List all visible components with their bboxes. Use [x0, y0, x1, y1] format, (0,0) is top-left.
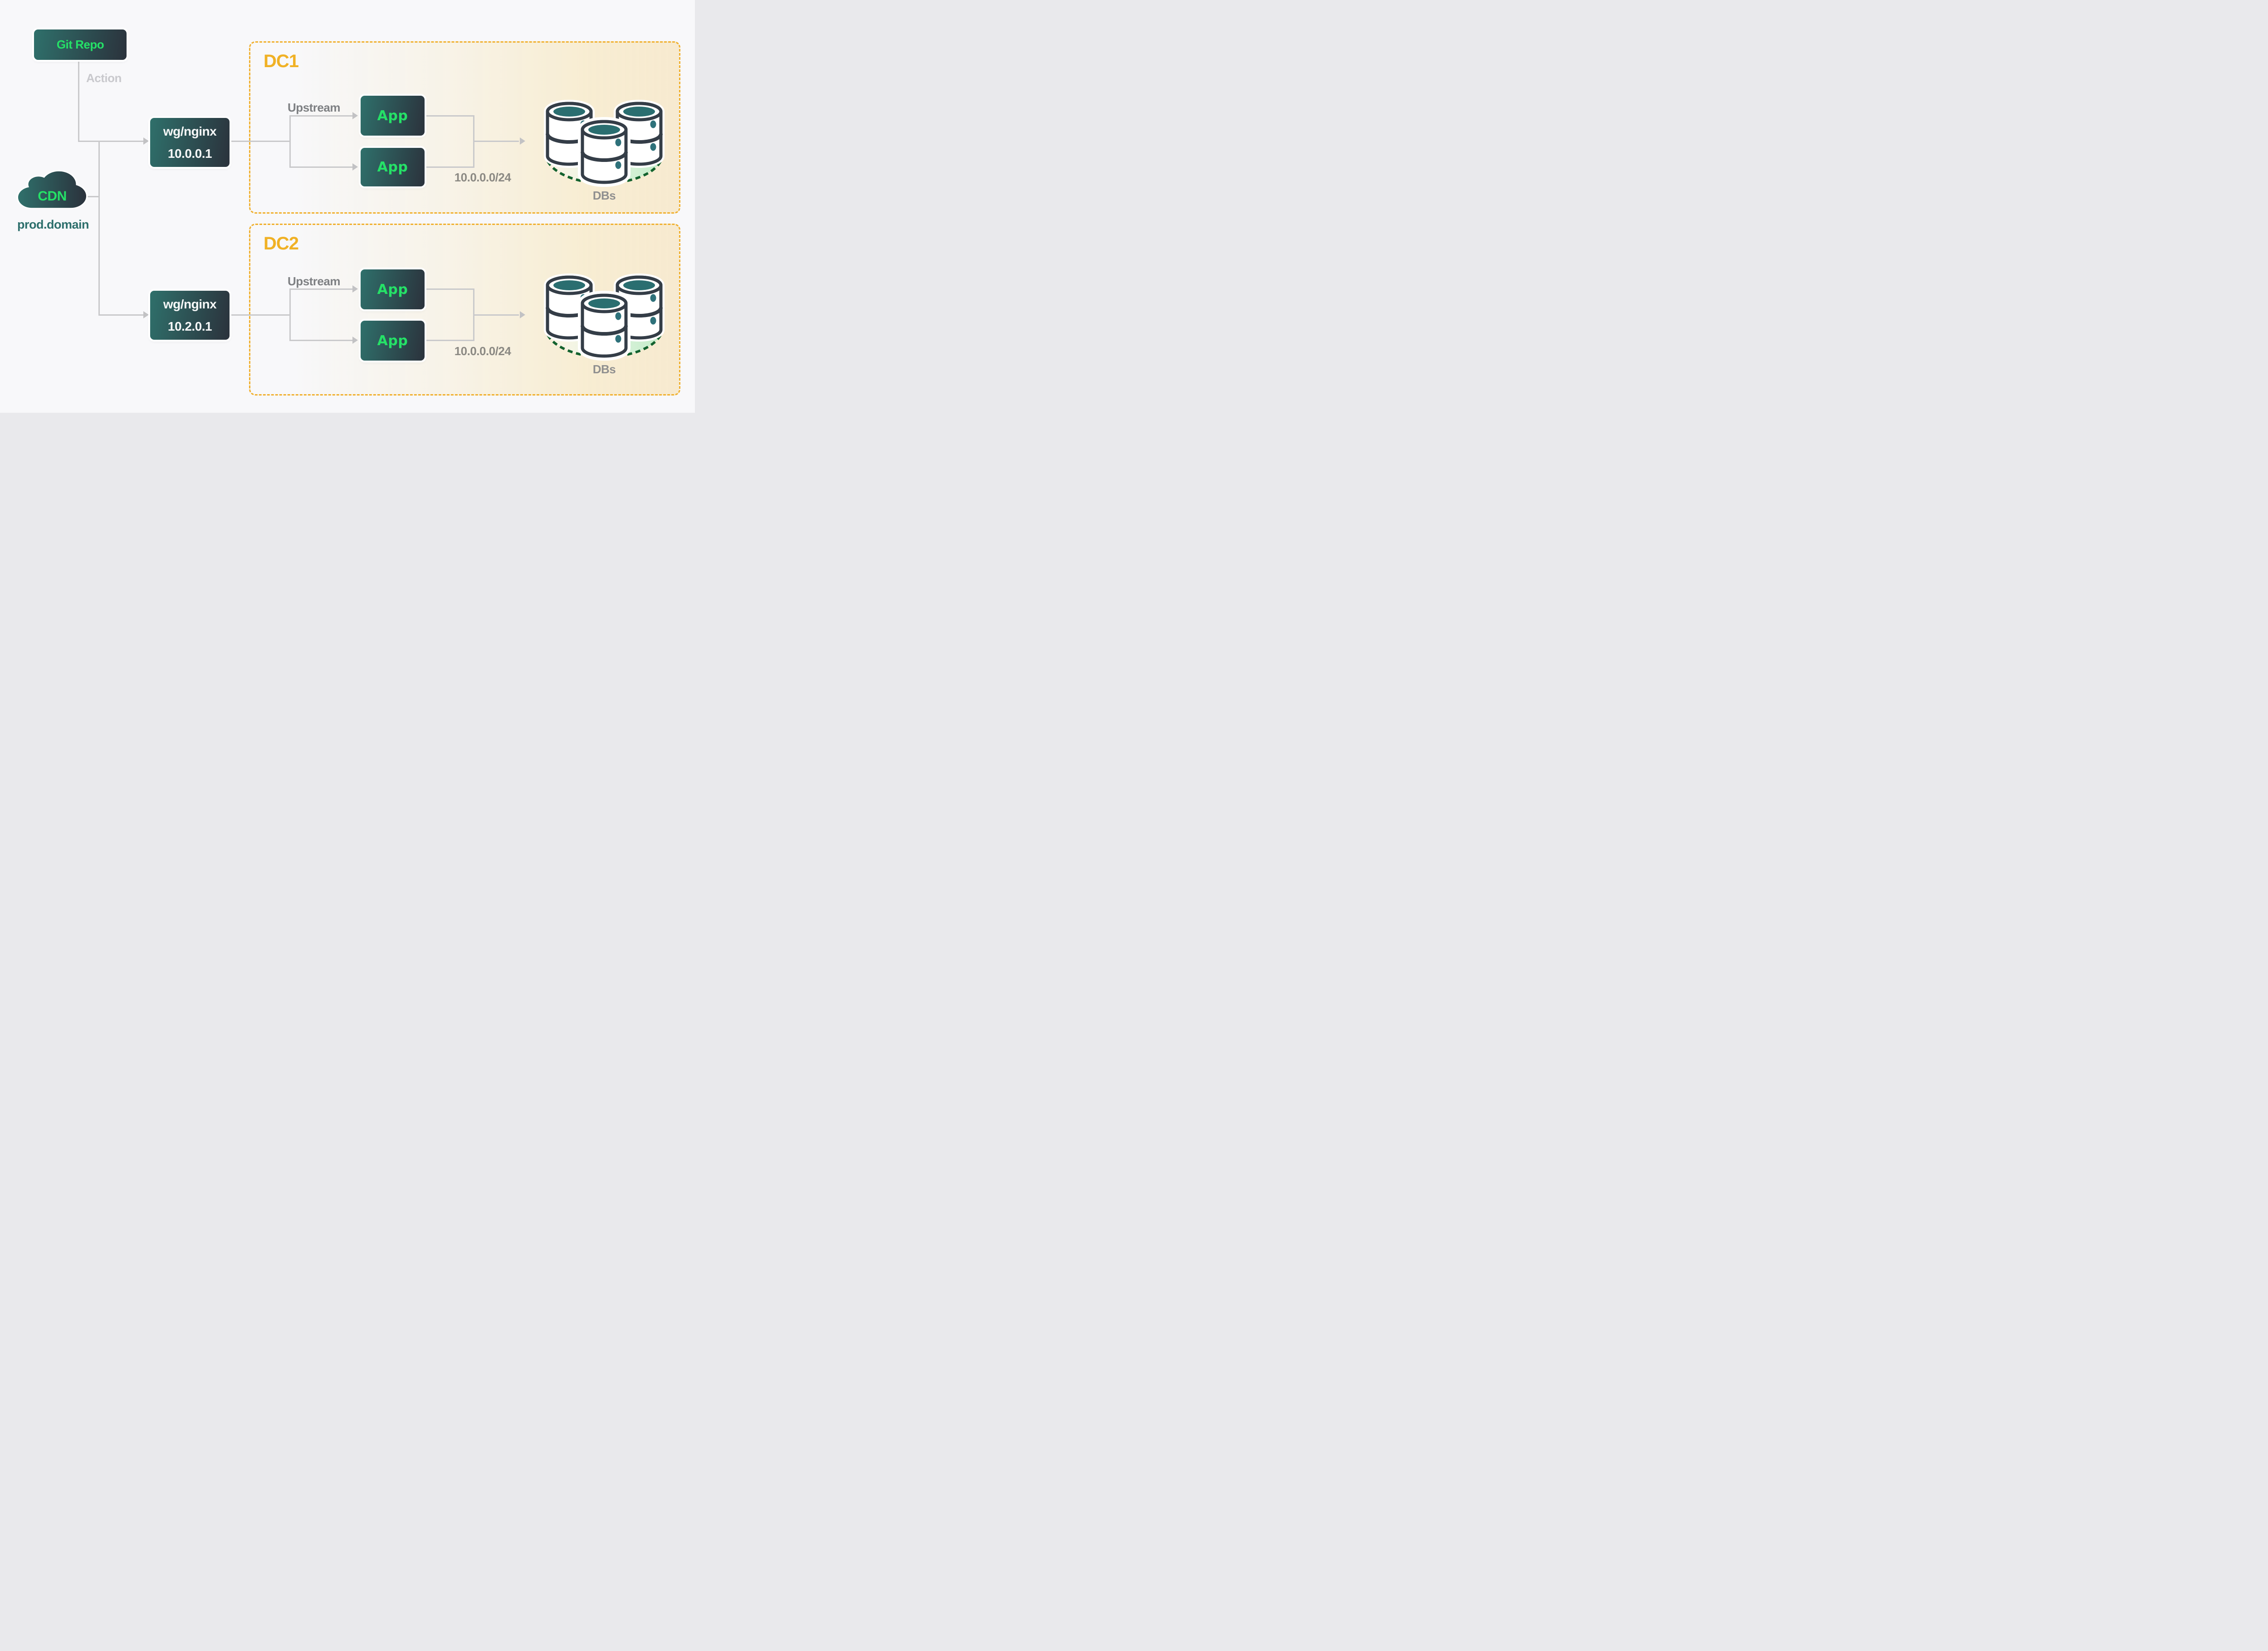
connector-gw1-out	[230, 141, 289, 142]
database-cluster-icon	[543, 273, 665, 359]
connector-to-gateway1	[78, 141, 144, 142]
dc1-title: DC1	[264, 51, 299, 71]
connector-gw2-out	[230, 314, 289, 316]
gateway2-name: wg/nginx	[163, 297, 217, 311]
connector-app3-out	[425, 288, 474, 290]
dc2-app1-label: App	[377, 281, 408, 298]
connector-app4-out	[425, 340, 474, 341]
connector-trunk	[98, 141, 100, 316]
cdn-domain-label: prod.domain	[17, 218, 89, 231]
connector-db1	[474, 141, 519, 142]
dc2-upstream-label: Upstream	[288, 274, 340, 288]
git-repo-label: Git Repo	[56, 38, 104, 51]
connector-git-down	[78, 60, 79, 142]
gateway1-ip: 10.0.0.1	[167, 147, 212, 161]
database-cluster-icon	[543, 99, 665, 185]
connector-app2-in	[290, 166, 352, 168]
dc1-app1-label: App	[377, 107, 408, 124]
arrowhead-icon	[352, 112, 358, 119]
connector-app3-in	[290, 288, 352, 290]
dc2-dbs-label: DBs	[592, 362, 616, 376]
dc1-subnet-label: 10.0.0.0/24	[454, 171, 511, 184]
dc1-upstream-label: Upstream	[288, 101, 340, 114]
connector-to-gateway2	[98, 314, 145, 316]
gateway1-node: wg/nginx 10.0.0.1	[150, 118, 230, 167]
connector-app4-in	[290, 340, 352, 341]
git-repo-node: Git Repo	[34, 29, 127, 60]
gateway1-name: wg/nginx	[163, 124, 217, 138]
arrowhead-icon	[520, 311, 525, 318]
arrowhead-icon	[352, 163, 358, 171]
connector-split-dc2	[289, 288, 291, 341]
connector-app2-out	[425, 166, 474, 168]
arrowhead-icon	[352, 285, 358, 293]
dc1-app2-node: App	[361, 148, 425, 186]
connector-app1-out	[425, 115, 474, 117]
dc2-app2-node: App	[361, 321, 425, 361]
diagram-canvas: DC1 DC2 Git Repo Action CDN prod.domain	[0, 0, 695, 413]
dc2-app1-node: App	[361, 269, 425, 309]
action-edge-label: Action	[86, 71, 122, 85]
arrowhead-icon	[352, 337, 358, 344]
connector-cdn	[83, 196, 98, 197]
arrowhead-icon	[520, 137, 525, 145]
dc1-app1-node: App	[361, 96, 425, 136]
cdn-label: CDN	[38, 189, 67, 204]
arrowhead-icon	[143, 137, 149, 145]
dc2-app2-label: App	[377, 332, 408, 349]
connector-db2	[474, 314, 519, 316]
dc2-subnet-label: 10.0.0.0/24	[454, 344, 511, 358]
gateway2-ip: 10.2.0.1	[167, 319, 212, 333]
connector-split-dc1	[289, 115, 291, 168]
dc2-title: DC2	[264, 234, 299, 254]
dc1-app2-label: App	[377, 159, 408, 175]
dc1-dbs-label: DBs	[592, 189, 616, 202]
gateway2-node: wg/nginx 10.2.0.1	[150, 291, 230, 340]
arrowhead-icon	[143, 311, 149, 318]
connector-app1-in	[290, 115, 352, 117]
